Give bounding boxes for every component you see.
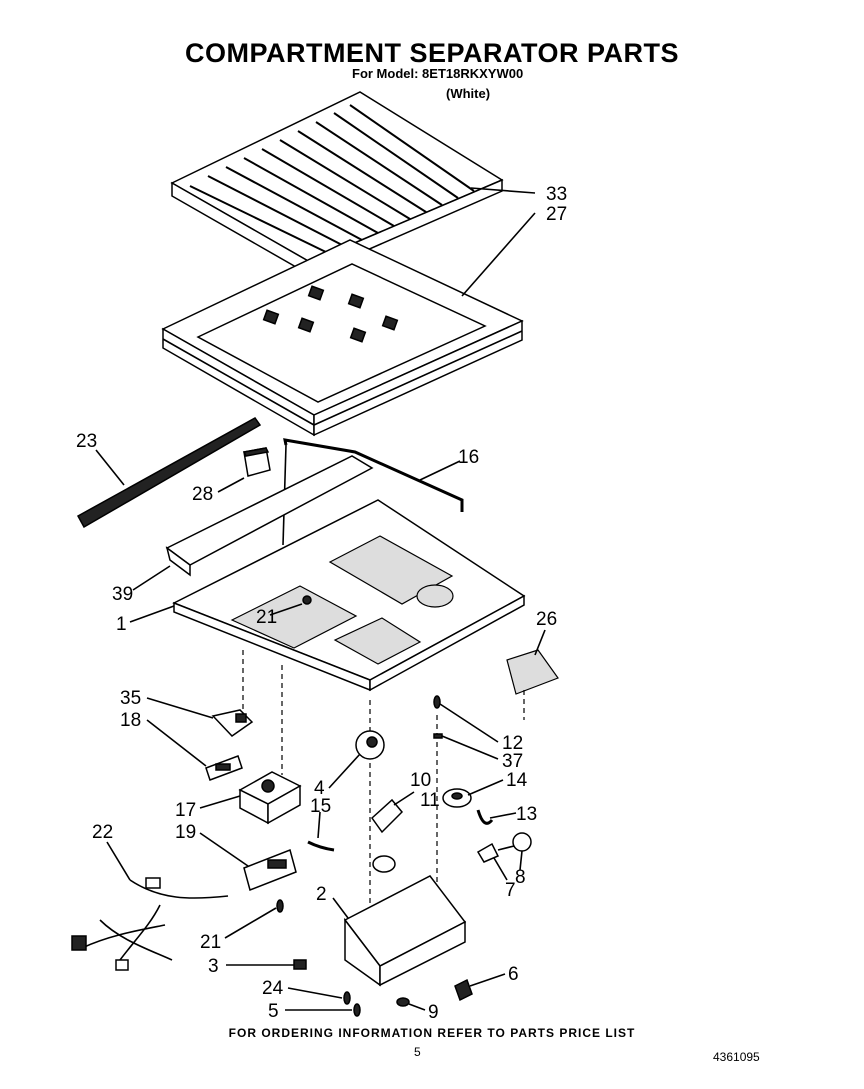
callout-28: 28 — [192, 484, 213, 505]
part-37-clip — [433, 733, 443, 739]
part-6-knob — [454, 978, 473, 1002]
part-35-clip — [211, 709, 254, 737]
ordering-note: FOR ORDERING INFORMATION REFER TO PARTS … — [228, 1026, 636, 1040]
part-21-screw — [276, 899, 284, 913]
part-10-thermostat — [371, 798, 404, 834]
part-14-damper — [442, 788, 472, 808]
callout-3: 3 — [208, 956, 219, 977]
part-22-wire-harness — [71, 877, 229, 971]
part-26-insulation — [506, 649, 559, 695]
part-27-frame — [161, 239, 524, 437]
callout-11: 11 — [420, 790, 440, 811]
part-5-screw — [353, 1003, 361, 1017]
callout-17: 17 — [175, 800, 196, 821]
part-17-housing — [238, 771, 302, 825]
callout-13: 13 — [516, 804, 537, 825]
part-3-clip — [293, 959, 307, 970]
callout-21-lower: 21 — [200, 932, 221, 953]
part-39-trough — [165, 455, 374, 577]
part-11-shaft — [372, 855, 396, 873]
page-number: 5 — [414, 1045, 421, 1059]
callout-2: 2 — [316, 884, 327, 905]
part-12-screw — [433, 695, 441, 709]
part-23-gasket-strip — [76, 417, 262, 529]
callout-12: 12 — [502, 733, 523, 754]
page-title: COMPARTMENT SEPARATOR PARTS — [184, 38, 679, 68]
part-2-control-housing — [343, 875, 467, 987]
color-line: (White) — [446, 86, 491, 101]
callout-26: 26 — [536, 609, 557, 630]
part-4-knob — [355, 730, 385, 760]
callout-23: 23 — [76, 431, 97, 452]
part-8-bulb — [497, 832, 532, 852]
callout-5: 5 — [268, 1001, 279, 1022]
document-number: 4361095 — [713, 1050, 760, 1064]
callout-7: 7 — [505, 880, 516, 901]
callout-14: 14 — [506, 770, 528, 791]
leader-lines — [95, 187, 546, 1011]
part-19-cover — [243, 848, 297, 892]
part-13-tube — [476, 809, 494, 825]
callout-18: 18 — [120, 710, 141, 731]
callout-16: 16 — [458, 447, 479, 468]
callout-33: 33 — [546, 184, 567, 205]
callout-19: 19 — [175, 822, 196, 843]
callout-1: 1 — [116, 614, 127, 635]
callout-22: 22 — [92, 822, 113, 843]
callout-37: 37 — [502, 751, 523, 772]
callout-35: 35 — [120, 688, 141, 709]
callout-labels: 33 27 23 16 28 39 1 21 26 35 18 12 37 4 … — [76, 184, 567, 1023]
callout-15: 15 — [310, 796, 331, 817]
part-24-screw — [343, 991, 351, 1005]
callout-9: 9 — [428, 1002, 439, 1023]
part-18-bracket — [205, 755, 243, 781]
part-7-clamp — [476, 842, 500, 863]
part-15-tube — [307, 840, 335, 852]
callout-21-upper: 21 — [256, 607, 277, 628]
part-9-washer — [396, 997, 410, 1007]
callout-4: 4 — [314, 778, 325, 799]
callout-39: 39 — [112, 584, 133, 605]
part-28-pad — [242, 447, 271, 477]
callout-8: 8 — [515, 867, 526, 888]
model-line: For Model: 8ET18RKXYW00 — [352, 66, 524, 81]
callout-24: 24 — [262, 978, 284, 999]
callout-10: 10 — [410, 770, 431, 791]
part-1-separator-pan — [172, 499, 526, 692]
callout-6: 6 — [508, 964, 519, 985]
callout-27: 27 — [546, 204, 567, 225]
